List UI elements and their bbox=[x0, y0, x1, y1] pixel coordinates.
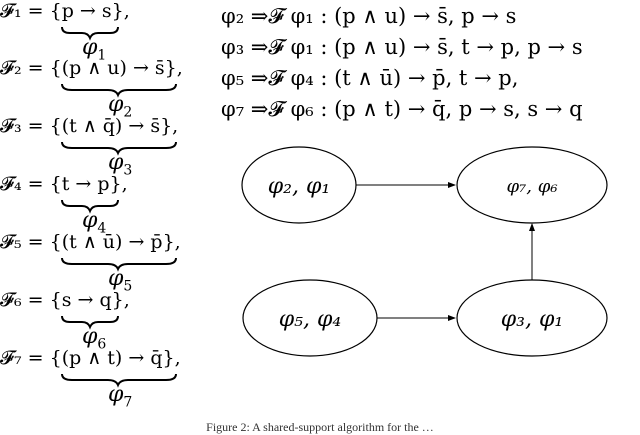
set-row-7: 𝓕₇ = {(p ∧ t) → q̄}, φ7 bbox=[0, 347, 212, 410]
underbrace-5 bbox=[61, 257, 177, 272]
set-row-5: 𝓕₅ = {(t ∧ ū) → p̄}, φ5 bbox=[0, 231, 212, 294]
set-label-6: 𝓕₆ = {s → q}, bbox=[0, 289, 130, 311]
figure-caption: Figure 2: A shared-support algorithm for… bbox=[206, 420, 434, 434]
axiom-line-3: φ₅ ⇒𝓕 φ₄ : (t ∧ ū) → p̄, t → p, bbox=[221, 66, 519, 90]
phi-under-2: φ2 bbox=[108, 92, 133, 121]
underbrace-6 bbox=[61, 315, 119, 330]
phi-under-1: φ1 bbox=[82, 35, 107, 64]
node-label-phi3-phi1: φ₃, φ₁ bbox=[501, 307, 563, 332]
node-label-phi7-phi6: φ₇, φ₆ bbox=[506, 176, 557, 197]
set-label-2: 𝓕₂ = {(p ∧ u) → s̄}, bbox=[0, 57, 183, 79]
axiom-line-1: φ₂ ⇒𝓕 φ₁ : (p ∧ u) → s̄, p → s bbox=[221, 4, 517, 28]
set-label-4: 𝓕₄ = {t → p}, bbox=[0, 173, 128, 195]
underbrace-2 bbox=[61, 83, 177, 98]
set-row-1: 𝓕₁ = {p → s}, φ1 bbox=[0, 0, 212, 63]
underbrace-4 bbox=[61, 199, 119, 214]
set-row-2: 𝓕₂ = {(p ∧ u) → s̄}, φ2 bbox=[0, 57, 212, 120]
axiom-line-2: φ₃ ⇒𝓕 φ₁ : (p ∧ u) → s̄, t → p, p → s bbox=[221, 35, 583, 59]
phi-under-6: φ6 bbox=[82, 324, 107, 353]
set-row-3: 𝓕₃ = {(t ∧ q̄) → s̄}, φ3 bbox=[0, 115, 212, 178]
node-label-phi5-phi4: φ₅, φ₄ bbox=[279, 307, 341, 332]
phi-under-3: φ3 bbox=[108, 150, 133, 179]
underbrace-3 bbox=[61, 141, 177, 156]
phi-under-7: φ7 bbox=[108, 382, 133, 411]
underbrace-7 bbox=[61, 373, 177, 388]
node-label-phi2-phi1: φ₂, φ₁ bbox=[268, 174, 330, 199]
set-label-1: 𝓕₁ = {p → s}, bbox=[0, 0, 130, 22]
set-label-5: 𝓕₅ = {(t ∧ ū) → p̄}, bbox=[0, 231, 181, 253]
set-row-4: 𝓕₄ = {t → p}, φ4 bbox=[0, 173, 212, 236]
set-label-7: 𝓕₇ = {(p ∧ t) → q̄}, bbox=[0, 347, 181, 369]
set-row-6: 𝓕₆ = {s → q}, φ6 bbox=[0, 289, 212, 352]
axiom-line-4: φ₇ ⇒𝓕 φ₆ : (p ∧ t) → q̄, p → s, s → q bbox=[221, 97, 583, 121]
underbrace-1 bbox=[61, 26, 119, 41]
phi-under-4: φ4 bbox=[82, 208, 107, 237]
phi-under-5: φ5 bbox=[108, 266, 133, 295]
set-label-3: 𝓕₃ = {(t ∧ q̄) → s̄}, bbox=[0, 115, 179, 137]
